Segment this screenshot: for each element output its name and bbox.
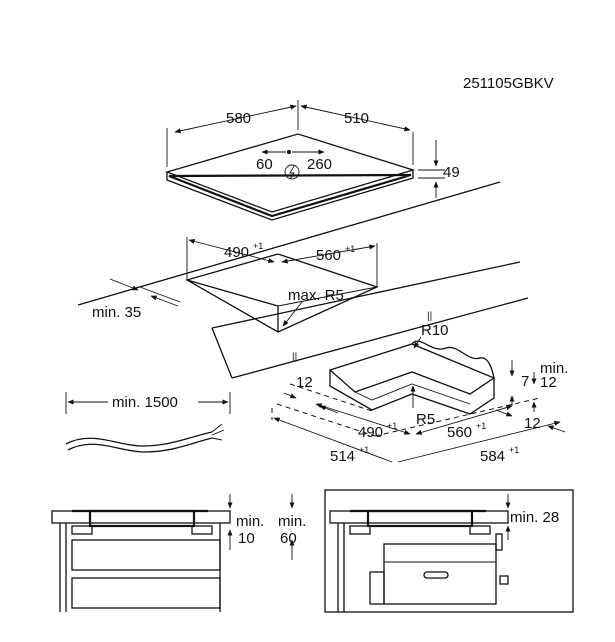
frame-right-margin: 12 <box>540 374 557 391</box>
svg-text:||: || <box>292 352 297 363</box>
frame-min-label: min. <box>540 360 568 377</box>
document-code: 251105GBKV <box>463 75 554 92</box>
frame-outer-width-tolerance: +1 <box>359 445 369 455</box>
oven-min-clearance: min. 28 <box>510 509 559 526</box>
frame-detail: R10 R5 12 min. 7 12 12 490 +1 560 +1 514 <box>271 322 568 465</box>
frame-inner-width: 490 <box>358 424 383 441</box>
cutout-depth-label: 560 <box>316 247 341 264</box>
section-view-drawers: min. 10 min. 60 <box>51 494 306 612</box>
hob-depth-label: 510 <box>344 110 369 127</box>
power-cable: min. 1500 <box>65 392 231 453</box>
cable-right-offset: 260 <box>307 156 332 173</box>
frame-min-value: 7 <box>521 373 529 390</box>
frame-inner-width-tolerance: +1 <box>387 421 397 431</box>
frame-outer-width: 514 <box>330 448 355 465</box>
hob-width-label: 580 <box>226 110 251 127</box>
cable-left-offset: 60 <box>256 156 273 173</box>
section-view-oven: min. 28 <box>324 489 574 613</box>
section-min-value-b: 60 <box>280 530 297 547</box>
cutout-width-label: 490 <box>224 244 249 261</box>
hob-height-label: 49 <box>443 164 460 181</box>
cable-min-length: min. 1500 <box>112 394 178 411</box>
cutout-radius-label: max. R5 <box>288 287 344 304</box>
cutout-width-tolerance: +1 <box>253 241 263 251</box>
worktop-cutout: 490 +1 560 +1 min. 35 max. R5 <box>77 181 521 333</box>
cutout-depth-tolerance: +1 <box>345 244 355 254</box>
electric-connection-icon <box>284 164 300 180</box>
frame-bottom-margin: 12 <box>524 415 541 432</box>
section-min-value-a: 10 <box>238 530 255 547</box>
min-edge-distance-label: min. 35 <box>92 304 141 321</box>
section-min-label-b: min. <box>278 513 306 530</box>
frame-outer-radius: R10 <box>421 322 449 339</box>
frame-inner-depth: 560 <box>447 424 472 441</box>
svg-text:||: || <box>427 311 432 322</box>
frame-outer-depth: 584 <box>480 448 505 465</box>
hob-top-view: 580 510 49 60 260 <box>164 100 460 221</box>
frame-left-margin: 12 <box>296 374 313 391</box>
section-min-label-a: min. <box>236 513 264 530</box>
frame-inner-depth-tolerance: +1 <box>476 421 486 431</box>
frame-outer-depth-tolerance: +1 <box>509 445 519 455</box>
